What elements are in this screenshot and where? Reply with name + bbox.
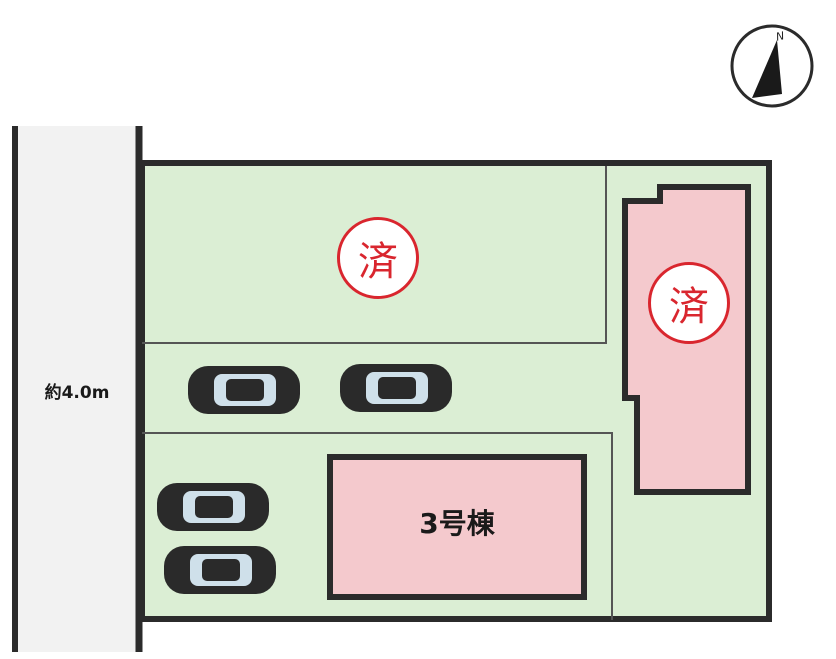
driveway-boundary <box>142 432 613 620</box>
sold-stamp-east-lot: 済 <box>648 262 730 344</box>
road-width-label: 約4.0m <box>44 383 110 403</box>
lot-3-building-footprint <box>327 454 587 600</box>
car-icon <box>164 546 276 594</box>
north-arrow-icon <box>730 24 814 108</box>
lot-3-label: 3号棟 <box>419 507 495 540</box>
north-lot-boundary <box>142 166 607 344</box>
car-icon <box>157 483 269 531</box>
car-icon <box>340 364 452 412</box>
road <box>14 126 138 652</box>
sold-stamp-north-lot: 済 <box>337 217 419 299</box>
car-icon <box>188 366 300 414</box>
